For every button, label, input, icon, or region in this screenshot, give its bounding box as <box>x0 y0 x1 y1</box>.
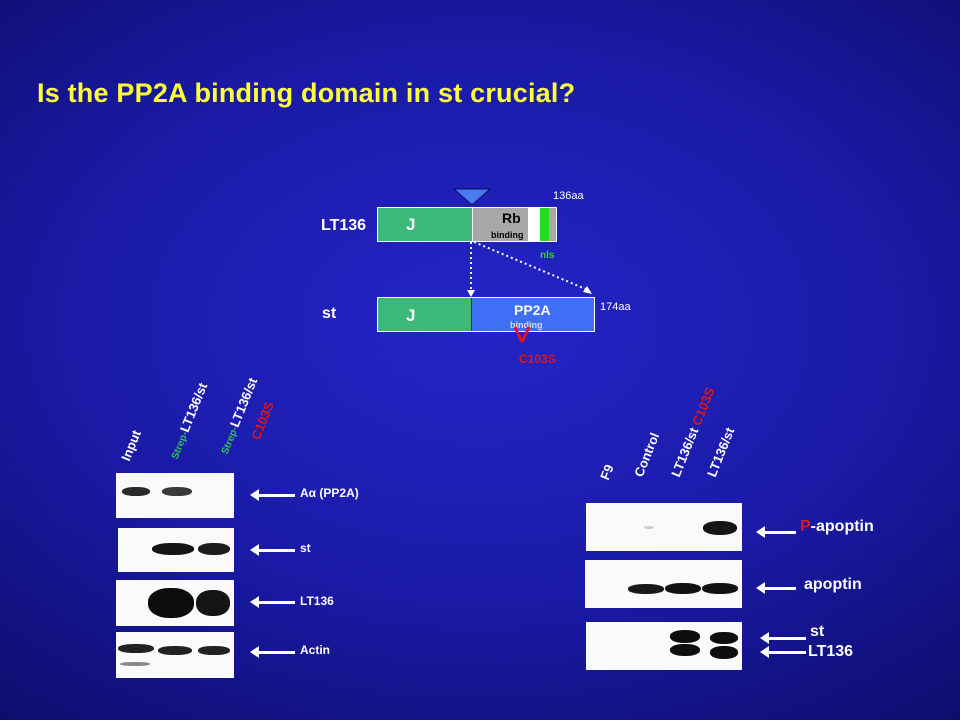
lane-label-strep-lt136-st: Strep-LT136/st <box>169 380 211 461</box>
splice-arrows <box>452 188 592 297</box>
band-label-p-apoptin: P-apoptin <box>800 518 874 535</box>
band-label-st-right: st <box>810 623 825 640</box>
st-pp2a-domain: PP2A binding <box>472 298 594 331</box>
nls-domain <box>540 208 549 241</box>
arrow-st <box>250 544 295 556</box>
band <box>198 646 230 655</box>
arrow-actin <box>250 646 295 658</box>
st-size: 174aa <box>600 301 631 313</box>
pp2a-label: PP2A <box>514 302 551 318</box>
pp2a-binding-label: binding <box>510 320 543 330</box>
lane-label-c103s: C103S <box>248 399 277 442</box>
blot-apoptin <box>585 560 742 608</box>
st-construct: J PP2A binding <box>377 297 595 332</box>
lane-label-f9: F9 <box>597 462 617 482</box>
st-label: st <box>322 305 337 322</box>
blot-lt136 <box>116 580 234 626</box>
band-label-lt136-right: LT136 <box>808 643 854 660</box>
band <box>162 487 192 496</box>
mutation-label: C103S <box>519 352 556 366</box>
mutation-marker-icon <box>513 326 531 343</box>
arrow-a-alpha <box>250 489 295 501</box>
arrow-st <box>760 632 806 644</box>
blot-p-apoptin <box>586 503 742 551</box>
lane-label-input: Input <box>118 427 144 463</box>
band <box>152 543 194 555</box>
lt136-size: 136aa <box>553 190 584 202</box>
st-j-domain: J <box>378 298 471 331</box>
band-label-a-alpha: Aα (PP2A) <box>300 486 359 500</box>
splice-site-triangle <box>452 188 492 206</box>
blot-actin <box>116 632 234 678</box>
arrow-lt136 <box>760 646 806 658</box>
band <box>196 590 230 616</box>
band <box>118 644 154 653</box>
lt136-j-label: J <box>406 215 416 234</box>
arrow-p-apoptin <box>756 526 796 538</box>
band <box>644 526 654 529</box>
lt136-construct: J Rb binding <box>377 207 557 242</box>
arrow-apoptin <box>756 582 796 594</box>
band <box>665 583 701 594</box>
blot-st-lt136 <box>586 622 742 670</box>
lane-label-lt136-st: LT136/st <box>704 425 738 479</box>
band <box>703 521 737 535</box>
band <box>122 487 150 496</box>
rb-binding-label: binding <box>491 230 524 240</box>
blot-a-alpha <box>116 473 234 518</box>
band <box>148 588 194 618</box>
band <box>670 630 700 643</box>
lane-label-strep-lt136-st-c103s: Strep-LT136/st <box>219 375 261 456</box>
rb-label: Rb <box>502 210 521 226</box>
band <box>198 543 230 555</box>
arrow-lt136 <box>250 596 295 608</box>
band-label-st: st <box>300 541 311 555</box>
band <box>710 646 738 659</box>
band-label-actin: Actin <box>300 643 330 657</box>
band <box>710 632 738 644</box>
nls-label: nls <box>540 250 555 261</box>
lt136-j-domain: J <box>378 208 472 241</box>
band <box>120 662 150 666</box>
band <box>670 644 700 656</box>
band-label-lt136: LT136 <box>300 594 334 608</box>
st-j-label: J <box>406 306 416 325</box>
band-label-apoptin: apoptin <box>804 576 862 593</box>
lt136-rb-domain: Rb binding <box>473 208 528 241</box>
lane-label-control: Control <box>631 430 663 479</box>
lt136-label: LT136 <box>321 217 367 234</box>
band <box>702 583 738 594</box>
band <box>158 646 192 655</box>
band <box>628 584 664 594</box>
blot-st <box>118 528 234 572</box>
slide-title: Is the PP2A binding domain in st crucial… <box>37 78 576 108</box>
